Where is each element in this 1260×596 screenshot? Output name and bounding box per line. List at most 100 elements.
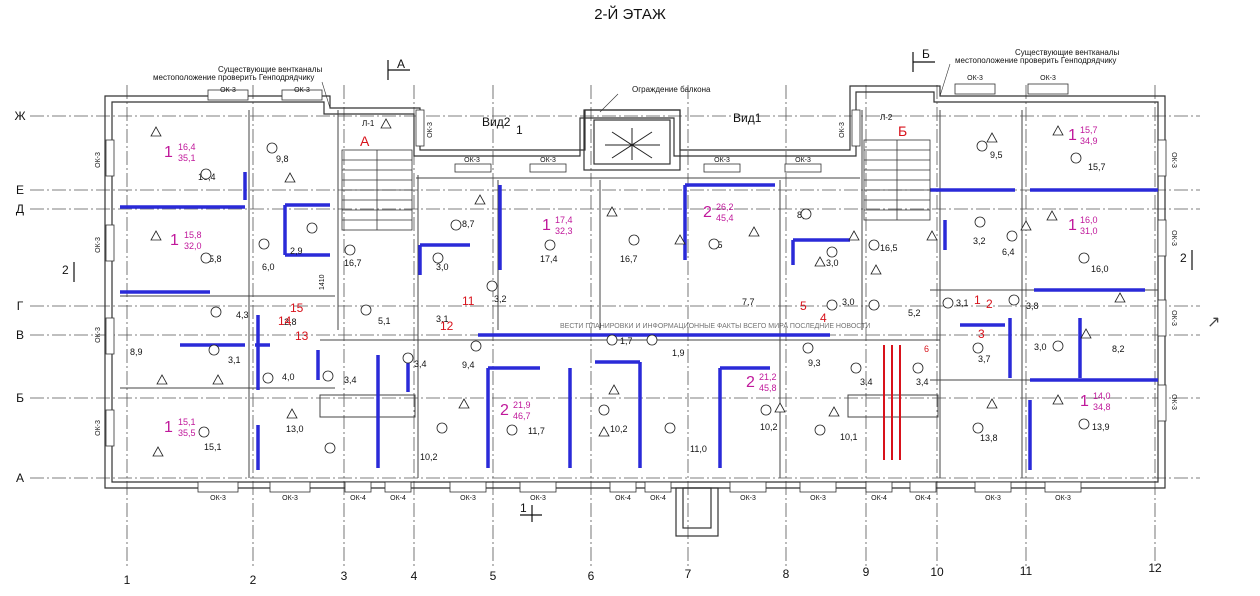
- window-tag-4: ОК-4: [390, 495, 406, 502]
- red-marker: 12: [440, 319, 454, 333]
- window-tag: ОК-3: [714, 157, 730, 164]
- room-number-marker: [470, 340, 482, 352]
- room-area: 13,9: [1092, 422, 1110, 432]
- cut-1-top: 1: [516, 123, 523, 137]
- window-tag: ОК-3: [282, 495, 298, 502]
- room-number-marker: [436, 422, 448, 434]
- cut-2-right: 2: [1180, 251, 1187, 265]
- apartment-label: 2 26,2 45,4: [703, 202, 734, 223]
- new-partitions: [120, 172, 1158, 470]
- row-axis-d: Д: [16, 202, 24, 216]
- svg-text:26,2: 26,2: [716, 202, 734, 212]
- room-number-marker: [322, 370, 334, 382]
- mouse-cursor-icon: ↗: [1207, 312, 1221, 331]
- room-area: 3,1: [956, 298, 969, 308]
- room-number-marker: [814, 424, 826, 436]
- row-axis-e: Е: [16, 183, 24, 197]
- room-number-marker: [646, 334, 658, 346]
- finish-marker: [1114, 292, 1126, 303]
- finish-marker: [1080, 328, 1092, 339]
- room-number-marker: [344, 244, 356, 256]
- svg-text:1: 1: [1068, 127, 1077, 144]
- vents-note-1b: местоположение проверить Генподрядчику: [153, 73, 314, 82]
- room-area: 16,5: [880, 243, 898, 253]
- finish-marker: [926, 230, 938, 241]
- window-tag: ОК-3: [795, 157, 811, 164]
- red-marker: 11: [462, 294, 475, 308]
- row-axis-labels: Ж Е Д Г В Б А: [14, 109, 25, 485]
- room-number-marker: [826, 299, 838, 311]
- interior-walls: [120, 110, 1158, 478]
- room-area: 15,8: [204, 254, 222, 264]
- row-axis-a: А: [16, 471, 24, 485]
- room-area: 6,0: [262, 262, 275, 272]
- room-number-marker: [258, 238, 270, 250]
- svg-text:34,9: 34,9: [1080, 136, 1098, 146]
- apartment-label: 1 17,4 32,3: [542, 215, 573, 236]
- window-tag: ОК-3: [464, 157, 480, 164]
- col-axis-8: 8: [783, 567, 790, 581]
- finish-marker: [474, 194, 486, 205]
- finish-marker: [212, 374, 224, 385]
- room-area: 9,4: [462, 360, 475, 370]
- room-area: 3,2: [494, 294, 507, 304]
- svg-text:16,4: 16,4: [178, 142, 196, 152]
- room-number-marker: [544, 239, 556, 251]
- window-tag: ОК-3: [540, 157, 556, 164]
- col-axis-12: 12: [1148, 561, 1162, 575]
- finish-marker: [986, 398, 998, 409]
- stair-letter-a: A: [360, 133, 370, 149]
- room-number-marker: [266, 142, 278, 154]
- room-number-marker: [486, 280, 498, 292]
- room-area: 13,8: [980, 433, 998, 443]
- room-number-marker: [826, 246, 838, 258]
- col-axis-labels: 1 2 3 4 5 6 7 8 9 10 11 12: [124, 561, 1162, 587]
- stair-letter-b: Б: [898, 123, 907, 139]
- apartment-label: 1 16,4 35,1: [164, 142, 196, 163]
- balcony-symbol: [605, 128, 660, 160]
- window-tag: ОК-3: [530, 495, 546, 502]
- svg-text:2: 2: [746, 374, 755, 391]
- col-axis-10: 10: [930, 565, 944, 579]
- cut-labels: A Б 1 1 2 2: [62, 47, 1187, 515]
- room-number-marker: [708, 238, 720, 250]
- apartment-label: 2 21,9 46,7: [500, 400, 531, 421]
- finish-marker: [608, 384, 620, 395]
- room-number-marker: [432, 252, 444, 264]
- room-area: 3,0: [436, 262, 449, 272]
- finish-marker: [986, 132, 998, 143]
- cut-b: Б: [922, 47, 930, 61]
- annotations: Существующие вентканалы местоположение п…: [153, 48, 1120, 330]
- window-tag: ОК-3: [1170, 230, 1177, 246]
- finish-marker: [152, 446, 164, 457]
- svg-text:15,7: 15,7: [1080, 125, 1098, 135]
- apartment-label: 1 15,7 34,9: [1068, 125, 1098, 146]
- room-area: 9,5: [990, 150, 1003, 160]
- finish-marker: [1046, 210, 1058, 221]
- window-tag: ОК-3: [967, 75, 983, 82]
- col-axis-4: 4: [411, 569, 418, 583]
- window-tag: ОК-3: [210, 495, 226, 502]
- room-area: 3,4: [860, 377, 873, 387]
- room-area: 3,4: [344, 375, 357, 385]
- row-axis-g: Г: [17, 299, 24, 313]
- finish-marker: [814, 256, 826, 267]
- row-axis-zh: Ж: [14, 109, 25, 123]
- room-area: 1410: [319, 274, 326, 290]
- vents-note-2b: местоположение проверить Генподрядчику: [955, 56, 1116, 65]
- window-tag: ОК-3: [740, 495, 756, 502]
- svg-text:2: 2: [703, 204, 712, 221]
- room-area: 3,1: [436, 314, 449, 324]
- view-1: Вид1: [733, 111, 762, 125]
- room-area: 3,0: [842, 297, 855, 307]
- room-area: 16,0: [1091, 264, 1109, 274]
- room-area: 8,2: [1112, 344, 1125, 354]
- room-area: 2,8: [284, 317, 297, 327]
- room-number-marker: [198, 426, 210, 438]
- window-tag: ОК-3: [839, 122, 846, 138]
- col-axis-6: 6: [588, 569, 595, 583]
- room-area: 3,2: [973, 236, 986, 246]
- room-number-marker: [1078, 252, 1090, 264]
- room-area: 1,9: [672, 348, 685, 358]
